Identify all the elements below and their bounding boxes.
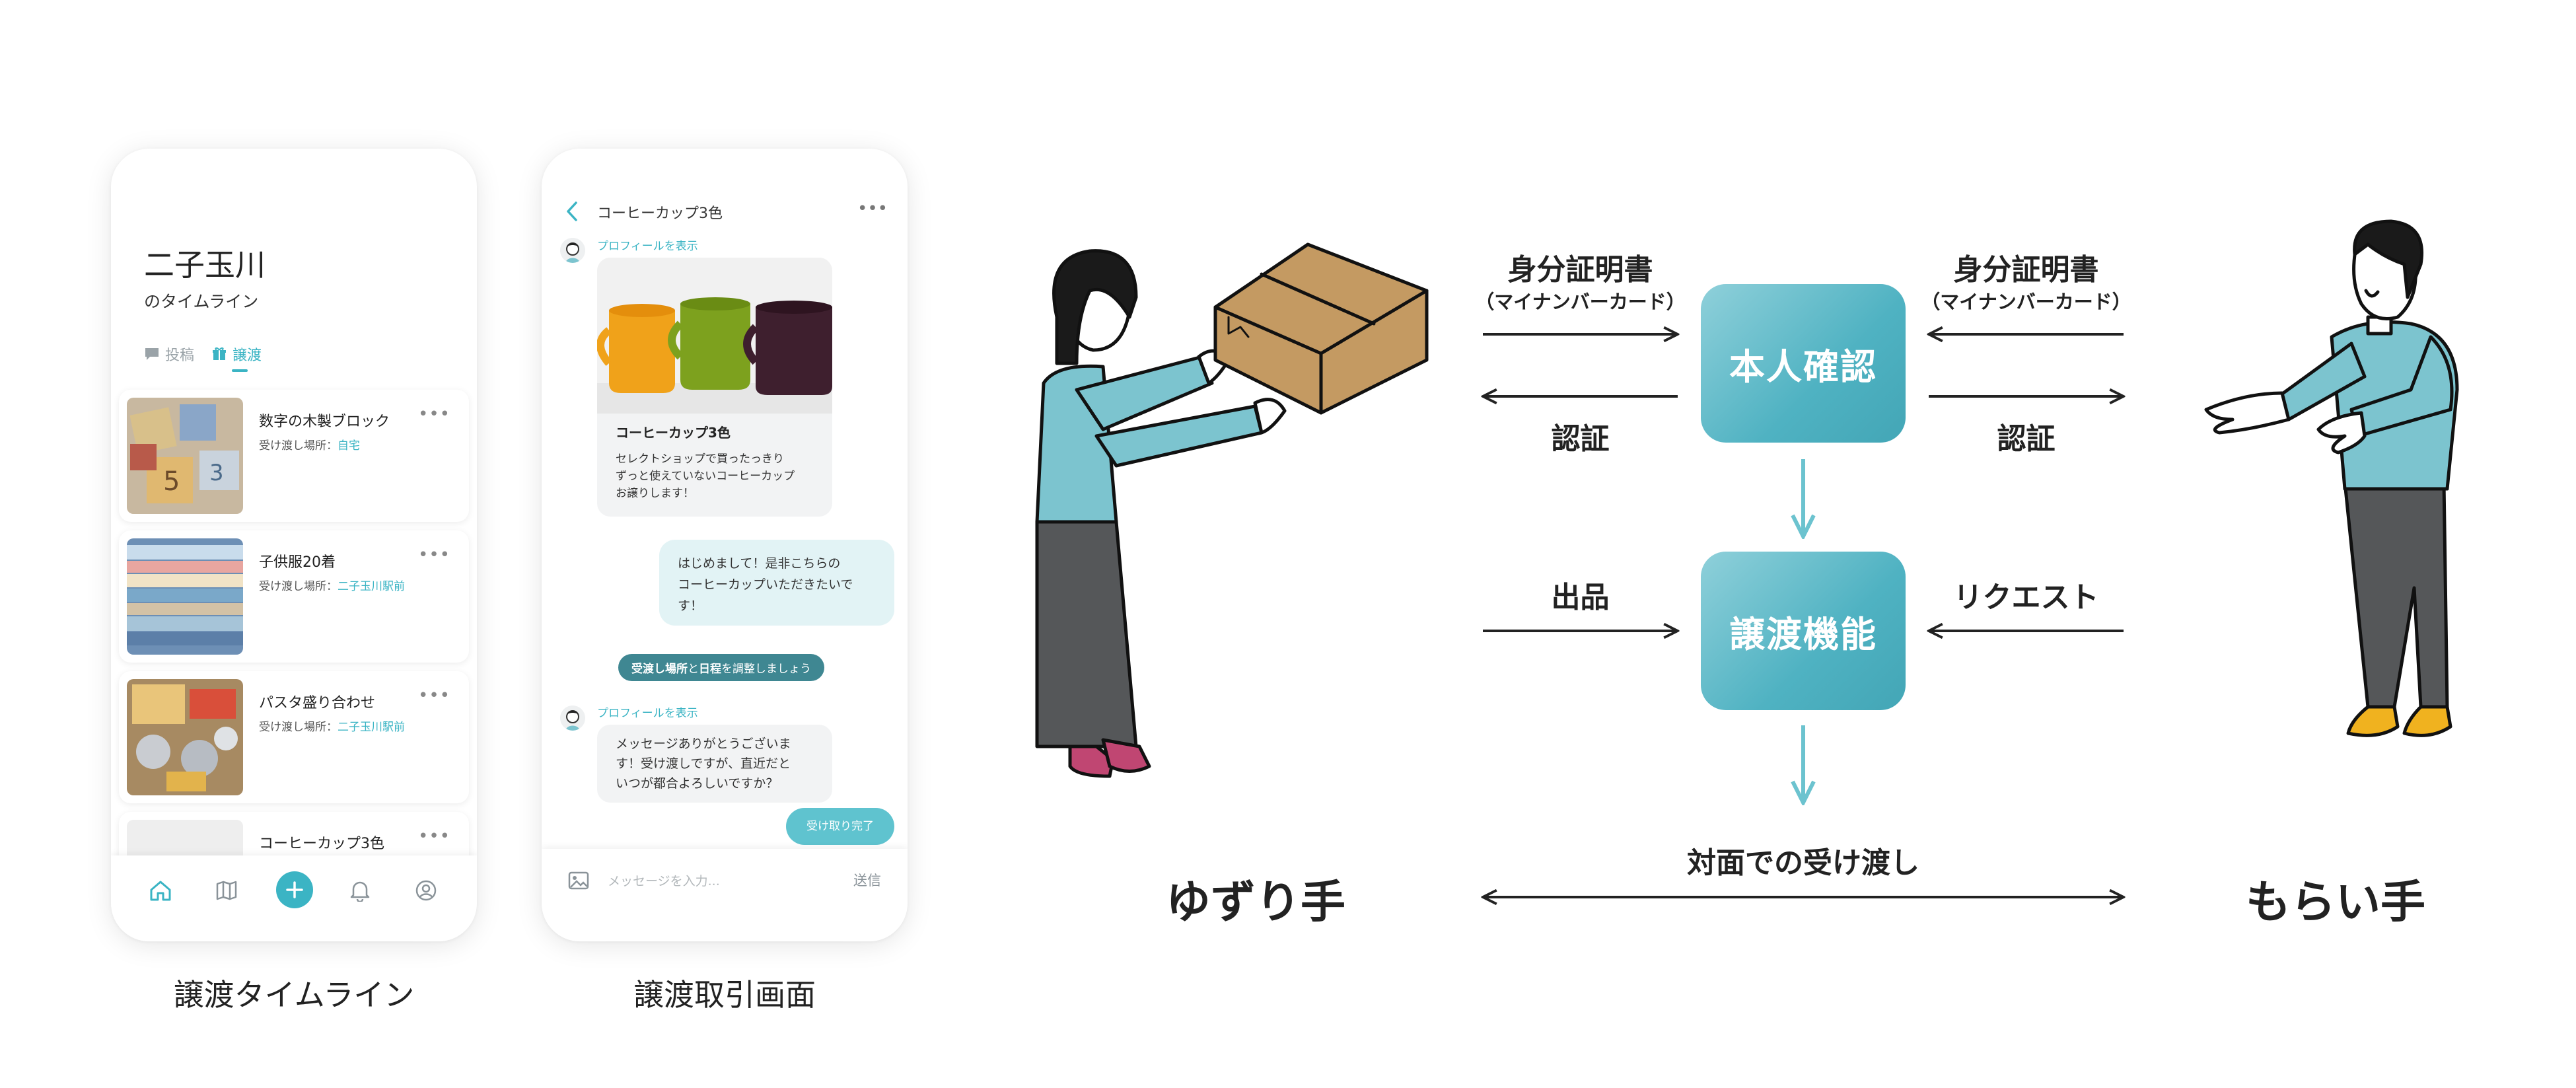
- gift-icon: [213, 347, 226, 360]
- message-input[interactable]: メッセージを入力...: [608, 874, 720, 889]
- item-title: パスタ盛り合わせ: [259, 695, 376, 711]
- receiver-label: もらい手: [2246, 877, 2426, 929]
- home-icon[interactable]: [145, 875, 176, 906]
- more-icon[interactable]: •••: [417, 826, 450, 846]
- item-title: コーヒーカップ3色: [259, 836, 384, 852]
- tab-posts-label: 投稿: [165, 347, 195, 364]
- item-title: 数字の木製ブロック: [259, 414, 390, 430]
- bottom-navigation: [111, 855, 477, 941]
- request-label: リクエスト: [1953, 581, 2099, 614]
- chat-title: コーヒーカップ3色: [597, 205, 723, 222]
- item-photo-clothes: [127, 538, 243, 655]
- product-photo-cups: [597, 258, 832, 414]
- profile-link[interactable]: プロフィールを表示: [597, 240, 698, 253]
- receiver-illustration: [2204, 219, 2459, 737]
- bell-icon[interactable]: [345, 875, 375, 906]
- profile-icon[interactable]: [411, 875, 441, 906]
- list-item[interactable]: 5 3 数字の木製ブロック 受け渡し場所：自宅 •••: [119, 390, 469, 522]
- timeline-phone: 二子玉川 のタイムライン 投稿 譲渡 5 3 数字の木製ブロック 受け渡し場所：…: [111, 149, 477, 941]
- item-title: 子供服20着: [259, 554, 336, 571]
- listing-label: 出品: [1551, 581, 1610, 614]
- product-card[interactable]: コーヒーカップ3色 セレクトショップで買ったっきり ずっと使えていないコーヒーカ…: [597, 258, 832, 517]
- more-icon[interactable]: •••: [857, 199, 888, 219]
- receive-complete-button[interactable]: 受け取り完了: [786, 808, 894, 845]
- id-doc-label-right: 身分証明書: [1953, 253, 2099, 287]
- product-description: セレクトショップで買ったっきり ずっと使えていないコーヒーカップ お譲りします！: [616, 453, 795, 500]
- giver-label: ゆずり手: [1166, 877, 1346, 929]
- avatar[interactable]: [560, 706, 585, 731]
- plus-icon: [286, 881, 303, 898]
- tab-transfer[interactable]: 譲渡: [211, 344, 262, 365]
- my-message: はじめまして！是非こちらの コーヒーカップいただきたいで す！: [659, 540, 894, 626]
- svg-text:5: 5: [163, 466, 180, 497]
- id-doc-sub-left: （マイナンバーカード）: [1475, 291, 1686, 313]
- send-button[interactable]: 送信: [853, 873, 881, 889]
- item-photo-blocks: 5 3: [127, 398, 243, 514]
- auth-label-right: 認証: [1997, 422, 2056, 456]
- schedule-suggestion-chip[interactable]: 受渡し場所と日程を調整しましょう: [618, 654, 824, 681]
- back-icon[interactable]: [565, 200, 579, 225]
- more-icon[interactable]: •••: [417, 404, 450, 424]
- timeline-subtitle: のタイムライン: [144, 292, 259, 311]
- tab-posts[interactable]: 投稿: [144, 344, 194, 365]
- product-title: コーヒーカップ3色: [616, 425, 731, 441]
- add-post-button[interactable]: [276, 871, 313, 908]
- svg-text:3: 3: [209, 460, 224, 486]
- verify-box: 本人確認: [1701, 284, 1906, 443]
- item-photo-pasta: [127, 679, 243, 795]
- item-place: 受け渡し場所：自宅: [259, 439, 360, 453]
- reply-message: メッセージありがとうございま す！受け渡しですが、直近だと いつが都合よろしいで…: [597, 725, 832, 803]
- list-item[interactable]: 子供服20着 受け渡し場所：二子玉川駅前 •••: [119, 530, 469, 663]
- more-icon[interactable]: •••: [417, 686, 450, 706]
- handover-label: 対面での受け渡し: [1687, 846, 1919, 880]
- speech-bubble-icon: [145, 348, 159, 360]
- active-tab-indicator: [232, 369, 248, 372]
- item-place: 受け渡し場所：二子玉川駅前: [259, 580, 405, 593]
- auth-label-left: 認証: [1551, 422, 1610, 456]
- profile-link[interactable]: プロフィールを表示: [597, 707, 698, 720]
- chat-phone: コーヒーカップ3色 ••• プロフィールを表示 コーヒーカップ3色 セレクトシ: [542, 149, 908, 941]
- avatar[interactable]: [560, 238, 585, 263]
- more-icon[interactable]: •••: [417, 545, 450, 565]
- map-icon[interactable]: [211, 875, 242, 906]
- message-input-bar: メッセージを入力... 送信: [542, 849, 908, 941]
- transfer-box: 譲渡機能: [1701, 552, 1906, 710]
- giver-illustration: [1035, 242, 1429, 778]
- timeline-caption: 譲渡タイムライン: [173, 977, 415, 1013]
- image-icon[interactable]: [568, 871, 589, 892]
- id-doc-sub-right: （マイナンバーカード）: [1921, 291, 2131, 313]
- area-title: 二子玉川: [144, 247, 266, 283]
- item-place: 受け渡し場所：二子玉川駅前: [259, 721, 405, 734]
- list-item[interactable]: パスタ盛り合わせ 受け渡し場所：二子玉川駅前 •••: [119, 671, 469, 803]
- chat-caption: 譲渡取引画面: [633, 977, 816, 1013]
- id-doc-label-left: 身分証明書: [1507, 253, 1653, 287]
- tab-transfer-label: 譲渡: [233, 347, 262, 364]
